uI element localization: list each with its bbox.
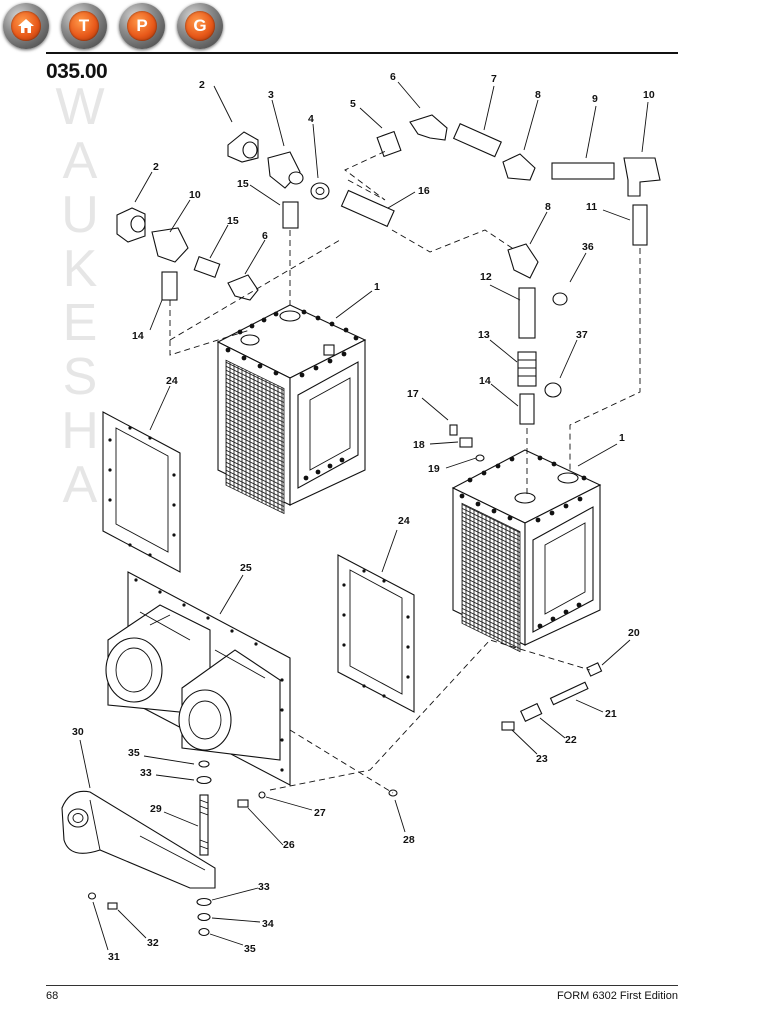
callout-4: 4 [308,113,314,125]
home-button[interactable] [3,3,49,49]
callout-21: 21 [605,708,617,720]
coolant-piping [116,114,661,731]
stud-and-hardware [87,760,398,937]
nav-g-button[interactable]: G [177,3,223,49]
callout-34: 34 [262,918,274,930]
page-number: 68 [46,990,59,1002]
home-icon [11,11,41,41]
callout-31: 31 [108,951,120,963]
callout-22: 22 [565,734,577,746]
callout-37: 37 [576,329,588,341]
callout-7: 7 [491,73,497,85]
callout-11: 11 [586,201,597,213]
nav-t-button[interactable]: T [61,3,107,49]
callout-35: 35 [128,747,140,759]
brand-letter: H [61,402,99,460]
gasket-left [102,411,181,573]
brand-letter: U [61,186,99,244]
header-rule [46,52,678,54]
cooler-core-right [451,449,602,653]
callout-13: 13 [478,329,490,341]
callout-26: 26 [283,839,295,851]
callout-6-lower: 6 [262,230,268,242]
form-identifier: FORM 6302 First Edition [556,990,678,1002]
callout-10: 10 [643,89,655,101]
brand-letter: A [62,456,98,514]
nav-p-button[interactable]: P [119,3,165,49]
brand-letter: A [62,132,98,190]
callout-6: 6 [390,71,396,83]
callout-16: 16 [418,185,430,197]
callout-labels: 2 3 4 5 6 7 8 9 10 2 10 15 16 15 6 8 11 … [72,71,655,963]
support-bracket [61,790,216,889]
callout-28: 28 [403,834,415,846]
cooler-core-left [216,304,367,515]
callout-3: 3 [268,89,274,101]
callout-14-lower: 14 [132,330,144,342]
callout-5: 5 [350,98,356,110]
callout-24-right: 24 [398,515,410,527]
callout-1: 1 [374,281,380,293]
brand-letter: S [62,348,98,406]
callout-1-right: 1 [619,432,625,444]
callout-30: 30 [72,726,84,738]
callout-27: 27 [314,807,326,819]
callout-8-mid: 8 [545,201,551,213]
callout-12: 12 [480,271,492,283]
nav-bar: T P G [0,0,768,52]
letter-g-icon: G [185,11,215,41]
callout-2: 2 [199,79,205,91]
callout-29: 29 [150,803,162,815]
brand-letter: W [55,78,105,136]
callout-2-lower: 2 [153,161,159,173]
brand-letter: K [62,240,98,298]
callout-15-lower: 15 [227,215,239,227]
letter-p-icon: P [127,11,157,41]
callout-15: 15 [237,178,249,190]
callout-9: 9 [592,93,598,105]
callout-14: 14 [479,375,491,387]
section-number: 035.00 [46,60,108,83]
callout-35-lower: 35 [244,943,256,955]
callout-20: 20 [628,627,640,639]
footer-rule [46,985,678,986]
callout-19: 19 [428,463,440,475]
brand-letter: E [62,294,98,352]
callout-36: 36 [582,241,594,253]
assembly-centerlines [169,149,641,794]
callout-23: 23 [536,753,548,765]
callout-25: 25 [240,562,252,574]
brand-watermark: W A U K E S H A [52,80,108,512]
callout-8: 8 [535,89,541,101]
callout-18: 18 [413,439,425,451]
letter-t-icon: T [69,11,99,41]
callout-17: 17 [407,388,419,400]
callout-24: 24 [166,375,178,387]
manifold-housing [105,571,291,786]
callout-33: 33 [140,767,152,779]
callout-33-lower: 33 [258,881,270,893]
callout-10-lower: 10 [189,189,201,201]
gasket-right [337,554,415,713]
callout-32: 32 [147,937,159,949]
